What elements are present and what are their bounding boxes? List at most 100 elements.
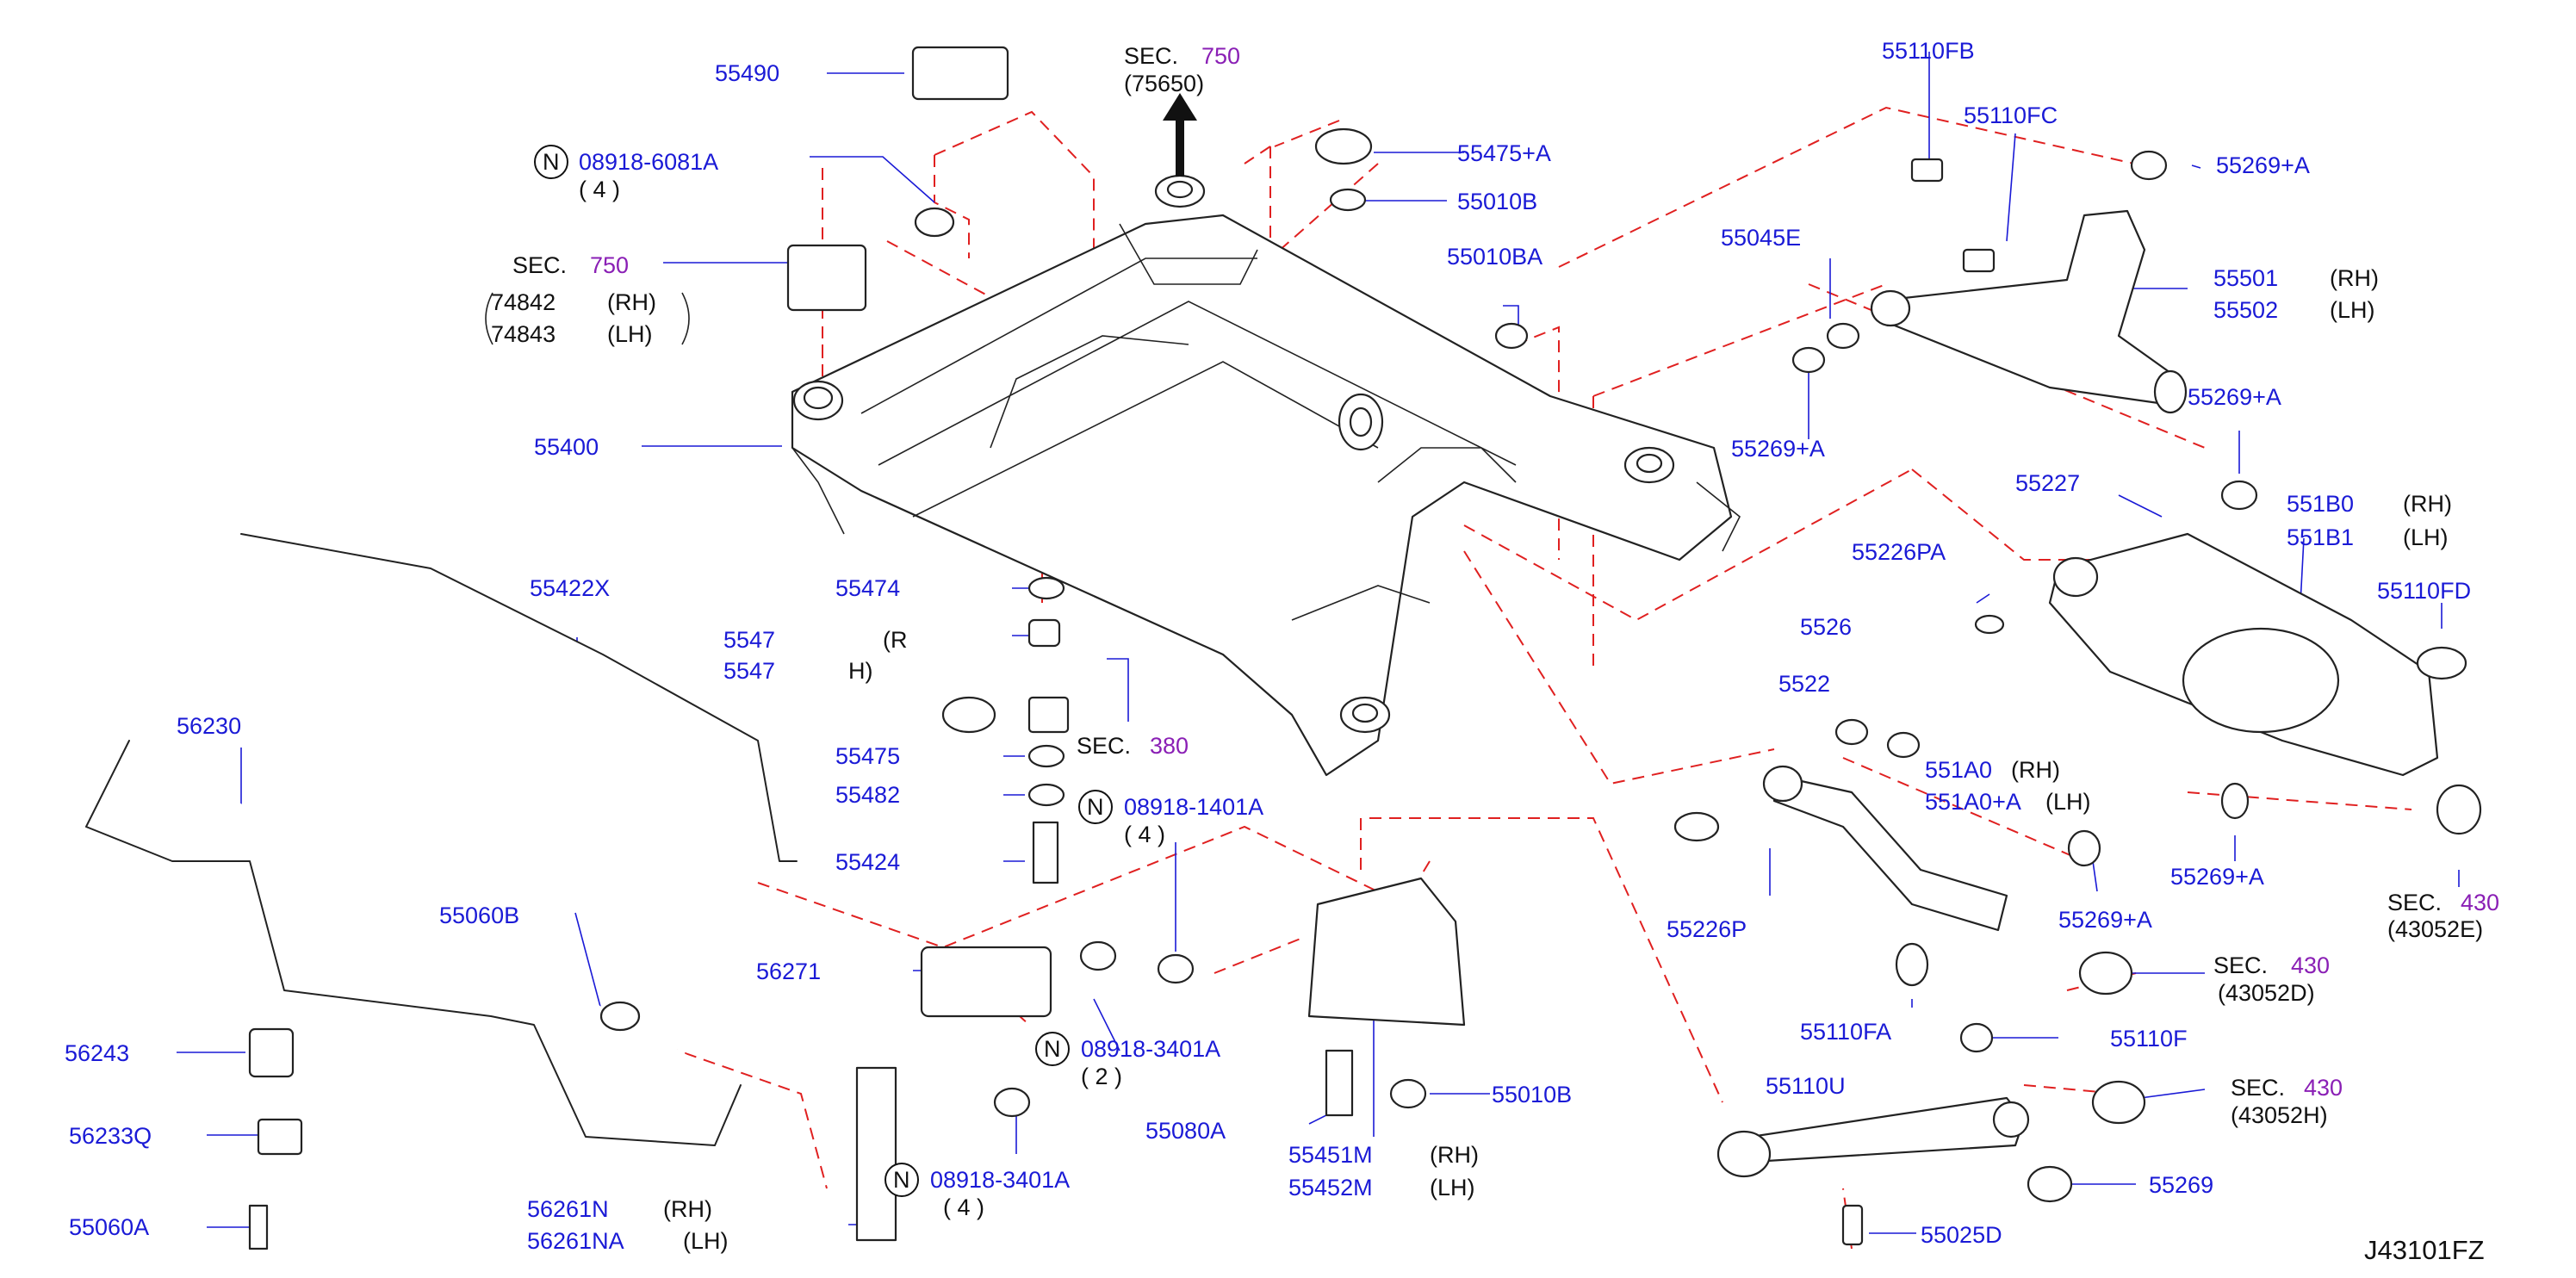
label-5522-fragment: 5522 bbox=[1778, 671, 1830, 697]
subframe-drawing bbox=[791, 174, 1741, 777]
label-55045E: 55045E bbox=[1721, 225, 1801, 251]
label-55080A: 55080A bbox=[1145, 1118, 1226, 1144]
label-55475: 55475 bbox=[835, 743, 900, 769]
n-circle-icon bbox=[1078, 790, 1113, 824]
label-551B1: 551B1 bbox=[2287, 524, 2354, 550]
label-55060A: 55060A bbox=[69, 1214, 149, 1240]
label-55269+A: 55269+A bbox=[2216, 152, 2310, 178]
n-marker: N bbox=[893, 1167, 910, 1193]
label-55110FB: 55110FB bbox=[1882, 38, 1975, 64]
side-55502: (LH) bbox=[2330, 297, 2375, 323]
label-55269+A: 55269+A bbox=[1731, 436, 1825, 462]
up-arrow-icon bbox=[1163, 93, 1197, 177]
label-55474: 55474 bbox=[835, 575, 900, 601]
sec-sub-number: (43052D) bbox=[2218, 980, 2315, 1006]
sec-label: SEC. bbox=[1124, 43, 1178, 69]
label-5526-fragment: 5526 bbox=[1800, 614, 1852, 640]
n-marker: N bbox=[1087, 794, 1104, 820]
sec-number: 430 bbox=[2304, 1075, 2343, 1101]
sec-label: SEC. bbox=[2213, 952, 2268, 978]
side-55501: (RH) bbox=[2330, 265, 2379, 291]
sec-sub-number: (43052E) bbox=[2387, 916, 2483, 942]
label-55010B: 55010B bbox=[1457, 189, 1537, 214]
sec-number: 750 bbox=[590, 252, 629, 278]
label-55269: 55269 bbox=[2149, 1172, 2213, 1198]
label-55110U: 55110U bbox=[1766, 1073, 1846, 1099]
label-56230: 56230 bbox=[177, 713, 241, 739]
label-55110F: 55110F bbox=[2110, 1026, 2188, 1052]
side-74842: (RH) bbox=[607, 289, 656, 315]
bracket-right bbox=[681, 292, 690, 345]
side-551A0: (RH) bbox=[2011, 757, 2060, 783]
n-circle-icon bbox=[534, 145, 568, 179]
label-55010BA: 55010BA bbox=[1447, 244, 1542, 270]
label-56233Q: 56233Q bbox=[69, 1123, 152, 1149]
side-74843: (LH) bbox=[607, 321, 653, 347]
side-fragment: H) bbox=[848, 658, 873, 684]
sec-number: 380 bbox=[1150, 733, 1189, 759]
label-551A0: 551A0 bbox=[1925, 757, 1992, 783]
label-08918-3401A: 08918-3401A bbox=[930, 1167, 1070, 1193]
label-55452M: 55452M bbox=[1288, 1175, 1373, 1200]
label-55269+A: 55269+A bbox=[2188, 384, 2281, 410]
sec-label: SEC. bbox=[2231, 1075, 2285, 1101]
side-551B0: (RH) bbox=[2403, 491, 2452, 517]
label-55400: 55400 bbox=[534, 434, 599, 460]
label-55422X: 55422X bbox=[530, 575, 610, 601]
diagram-code: J43101FZ bbox=[2364, 1235, 2485, 1265]
stabilizer-bar-drawings bbox=[85, 533, 798, 1250]
sec-sub-number: (75650) bbox=[1124, 71, 1204, 96]
side-fragment: (R bbox=[883, 627, 908, 653]
sec-label: SEC. bbox=[512, 252, 567, 278]
n-circle-icon bbox=[885, 1163, 919, 1197]
label-551B0: 551B0 bbox=[2287, 491, 2354, 517]
label-74843: 74843 bbox=[491, 321, 556, 347]
label-55269+A: 55269+A bbox=[2058, 907, 2152, 933]
label-55226PA: 55226PA bbox=[1852, 539, 1946, 565]
label-55269+A: 55269+A bbox=[2170, 864, 2264, 890]
label-5547-fragment: 5547 bbox=[723, 627, 775, 653]
side-56261N: (RH) bbox=[663, 1196, 712, 1222]
sec-number: 430 bbox=[2461, 890, 2499, 915]
part-labels: 55490 N 08918-6081A ( 4 ) SEC. 750 74842… bbox=[65, 38, 2499, 1265]
label-56271: 56271 bbox=[756, 958, 821, 984]
label-55010B: 55010B bbox=[1492, 1082, 1572, 1107]
sec-number: 750 bbox=[1201, 43, 1240, 69]
label-55501: 55501 bbox=[2213, 265, 2278, 291]
label-55490: 55490 bbox=[715, 60, 779, 86]
label-55110FA: 55110FA bbox=[1800, 1019, 1891, 1045]
n-marker: N bbox=[1044, 1036, 1061, 1062]
bracket-left bbox=[485, 292, 493, 345]
side-551B1: (LH) bbox=[2403, 524, 2449, 550]
sec-label: SEC. bbox=[2387, 890, 2442, 915]
qty-n3: ( 2 ) bbox=[1081, 1064, 1122, 1089]
side-56261NA: (LH) bbox=[683, 1228, 729, 1254]
label-56243: 56243 bbox=[65, 1040, 129, 1066]
side-551A0+A: (LH) bbox=[2045, 789, 2091, 815]
label-551A0+A: 551A0+A bbox=[1925, 789, 2021, 815]
side-55451M: (RH) bbox=[1430, 1142, 1479, 1168]
n-circle-icon bbox=[1035, 1032, 1070, 1066]
sec-number: 430 bbox=[2291, 952, 2330, 978]
label-55110FC: 55110FC bbox=[1964, 102, 2058, 128]
label-55451M: 55451M bbox=[1288, 1142, 1373, 1168]
label-55110FD: 55110FD bbox=[2377, 578, 2471, 604]
label-55060B: 55060B bbox=[439, 903, 519, 928]
hardware-drawings bbox=[599, 46, 1529, 1242]
label-74842: 74842 bbox=[491, 289, 556, 315]
n-marker: N bbox=[543, 149, 560, 175]
label-08918-6081A: 08918-6081A bbox=[579, 149, 718, 175]
label-56261N: 56261N bbox=[527, 1196, 609, 1222]
label-55227: 55227 bbox=[2015, 470, 2080, 496]
sec-sub-number: (43052H) bbox=[2231, 1102, 2328, 1128]
qty-n4: ( 4 ) bbox=[943, 1194, 984, 1220]
label-08918-1401A: 08918-1401A bbox=[1124, 794, 1263, 820]
qty-n1: ( 4 ) bbox=[579, 177, 620, 202]
sec-label: SEC. bbox=[1077, 733, 1131, 759]
side-55452M: (LH) bbox=[1430, 1175, 1475, 1200]
label-55475+A: 55475+A bbox=[1457, 140, 1551, 166]
label-55025D: 55025D bbox=[1921, 1222, 2002, 1248]
label-55482: 55482 bbox=[835, 782, 900, 808]
label-5547-fragment: 5547 bbox=[723, 658, 775, 684]
